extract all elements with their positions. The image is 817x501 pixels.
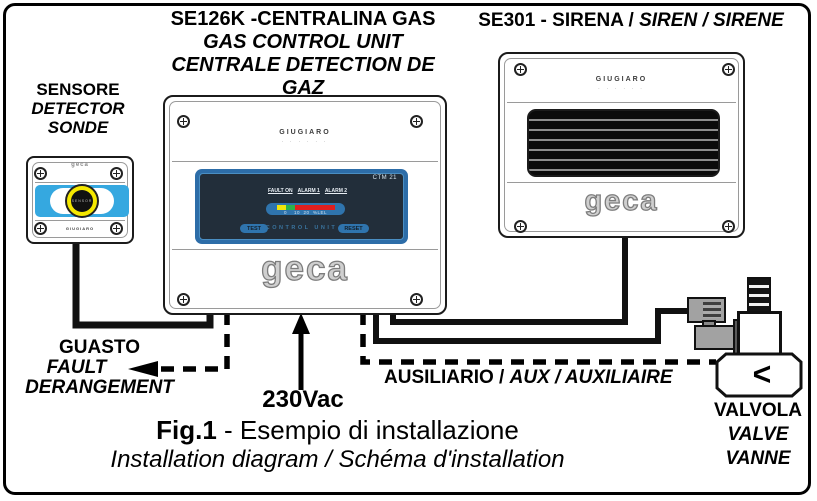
screw-icon	[177, 115, 190, 128]
led-strip	[277, 205, 335, 210]
led-green-segment	[286, 205, 295, 210]
valve-reset-cap	[747, 277, 771, 314]
alarm2-label: ALARM 2	[324, 188, 348, 194]
control-unit-giugiaro-dots: · · · · · ·	[281, 139, 329, 144]
siren-geca-logo: geca	[584, 184, 659, 217]
sensor-bottom-seam	[35, 220, 125, 221]
control-unit-display: CTM 21 FAULT ON ALARM 1 ALARM 2 0 10 20 …	[199, 173, 404, 240]
fault-on-label: FAULT ON	[267, 188, 293, 194]
valve-body-outline	[715, 352, 803, 398]
siren-title-main: SE301 - SIRENA /	[478, 10, 640, 31]
sensor-label-en: DETECTOR	[31, 99, 125, 118]
control-unit-title-fr: CENTRALE DETECTION DE GAZ	[171, 54, 435, 99]
screw-icon	[34, 167, 47, 180]
led-label-row: FAULT ON ALARM 1 ALARM 2	[200, 188, 403, 194]
led-yellow-segment	[277, 205, 286, 210]
screw-icon	[110, 222, 123, 235]
valve-solenoid-coil	[694, 325, 736, 350]
model-code: CTM 21	[372, 175, 397, 181]
control-unit-giugiaro-label: GIUGIARO	[279, 129, 331, 136]
sensor-label: SENSORE DETECTOR SONDE	[18, 80, 138, 137]
fault-label-en: FAULT	[46, 357, 107, 378]
valve-flow-symbol: <	[752, 355, 772, 392]
screw-icon	[722, 220, 735, 233]
siren-title: SE301 - SIRENA / SIREN / SIRENE	[450, 10, 812, 32]
lel-scale: 0 10 20 %LEL	[283, 210, 328, 215]
siren-giugiaro-dots: · · · · · ·	[598, 86, 645, 91]
control-unit-geca-logo: geca	[260, 248, 349, 288]
figure-border	[3, 3, 811, 495]
siren-device: GIUGIARO · · · · · · geca	[498, 52, 745, 238]
gas-control-unit-device: GIUGIARO · · · · · · CTM 21 FAULT ON ALA…	[163, 95, 447, 315]
caption-line1: Fig.1 - Esempio di installazione	[55, 415, 620, 445]
led-bargraph: 0 10 20 %LEL	[266, 203, 345, 215]
screw-icon	[410, 115, 423, 128]
aux-label-it: AUSILIARIO /	[384, 367, 510, 388]
screw-icon	[514, 63, 527, 76]
valve-label-en: VALVE	[727, 424, 789, 445]
valve-label-fr: VANNE	[725, 448, 791, 469]
siren-giugiaro-label: GIUGIARO	[595, 76, 648, 83]
valve-connector-ribs	[703, 302, 721, 318]
control-unit-title: SE126K -CENTRALINA GAS GAS CONTROL UNIT …	[148, 8, 458, 100]
caption-line2: Installation diagram / Schéma d'installa…	[110, 446, 565, 473]
screw-icon	[514, 220, 527, 233]
control-unit-title-en: GAS CONTROL UNIT	[203, 31, 403, 53]
control-unit-title-it: SE126K -CENTRALINA GAS	[170, 8, 436, 30]
power-label: 230Vac	[262, 386, 344, 413]
screw-icon	[722, 63, 735, 76]
screw-icon	[34, 222, 47, 235]
sensor-label-fr: SONDE	[47, 118, 109, 137]
figure-caption: Fig.1 - Esempio di installazione Install…	[55, 415, 620, 475]
test-button: TEST	[240, 224, 268, 233]
sensor-giugiaro-label: GIUGIARO	[65, 226, 95, 231]
control-unit-housing-line	[169, 101, 441, 309]
led-red-segment	[295, 205, 335, 210]
siren-housing-line	[504, 58, 739, 232]
valve-body	[715, 352, 803, 398]
screw-icon	[177, 293, 190, 306]
sensor-geca-logo: geca	[71, 162, 89, 168]
siren-grille	[527, 109, 720, 177]
sensor-cell: SENSOR	[71, 190, 93, 212]
sensor-device: geca SENSOR GIUGIARO	[26, 156, 134, 244]
valve-upper-body	[737, 311, 782, 356]
fault-label-fr: DERANGEMENT	[25, 377, 174, 398]
siren-title-translations: SIREN / SIRENE	[639, 10, 784, 31]
aux-output-label: AUSILIARIO / AUX / AUXILIAIRE	[384, 367, 673, 389]
control-unit-top-seam	[172, 161, 438, 162]
siren-bottom-seam	[507, 182, 736, 183]
aux-label-translations: AUX / AUXILIAIRE	[509, 367, 673, 388]
screw-icon	[110, 167, 123, 180]
reset-button: RESET	[338, 224, 369, 233]
fault-output-label: GUASTO FAULT DERANGEMENT	[12, 338, 187, 398]
sensor-ring: SENSOR	[65, 184, 99, 218]
fault-label-it: GUASTO	[59, 337, 140, 358]
sensor-label-it: SENSORE	[36, 80, 120, 99]
alarm1-label: ALARM 1	[297, 188, 320, 194]
caption-fig-number: Fig.1	[156, 415, 217, 445]
valve-label-it: VALVOLA	[714, 400, 802, 421]
control-unit-front-panel: CTM 21 FAULT ON ALARM 1 ALARM 2 0 10 20 …	[195, 169, 408, 244]
valve-label: VALVOLA VALVE VANNE	[702, 399, 814, 471]
sensor-top-seam	[35, 182, 125, 183]
siren-top-seam	[507, 102, 736, 103]
screw-icon	[410, 293, 423, 306]
panel-caption: CONTROL UNIT	[265, 225, 338, 231]
caption-fig-text: - Esempio di installazione	[216, 415, 519, 445]
control-unit-bottom-seam	[172, 249, 438, 250]
